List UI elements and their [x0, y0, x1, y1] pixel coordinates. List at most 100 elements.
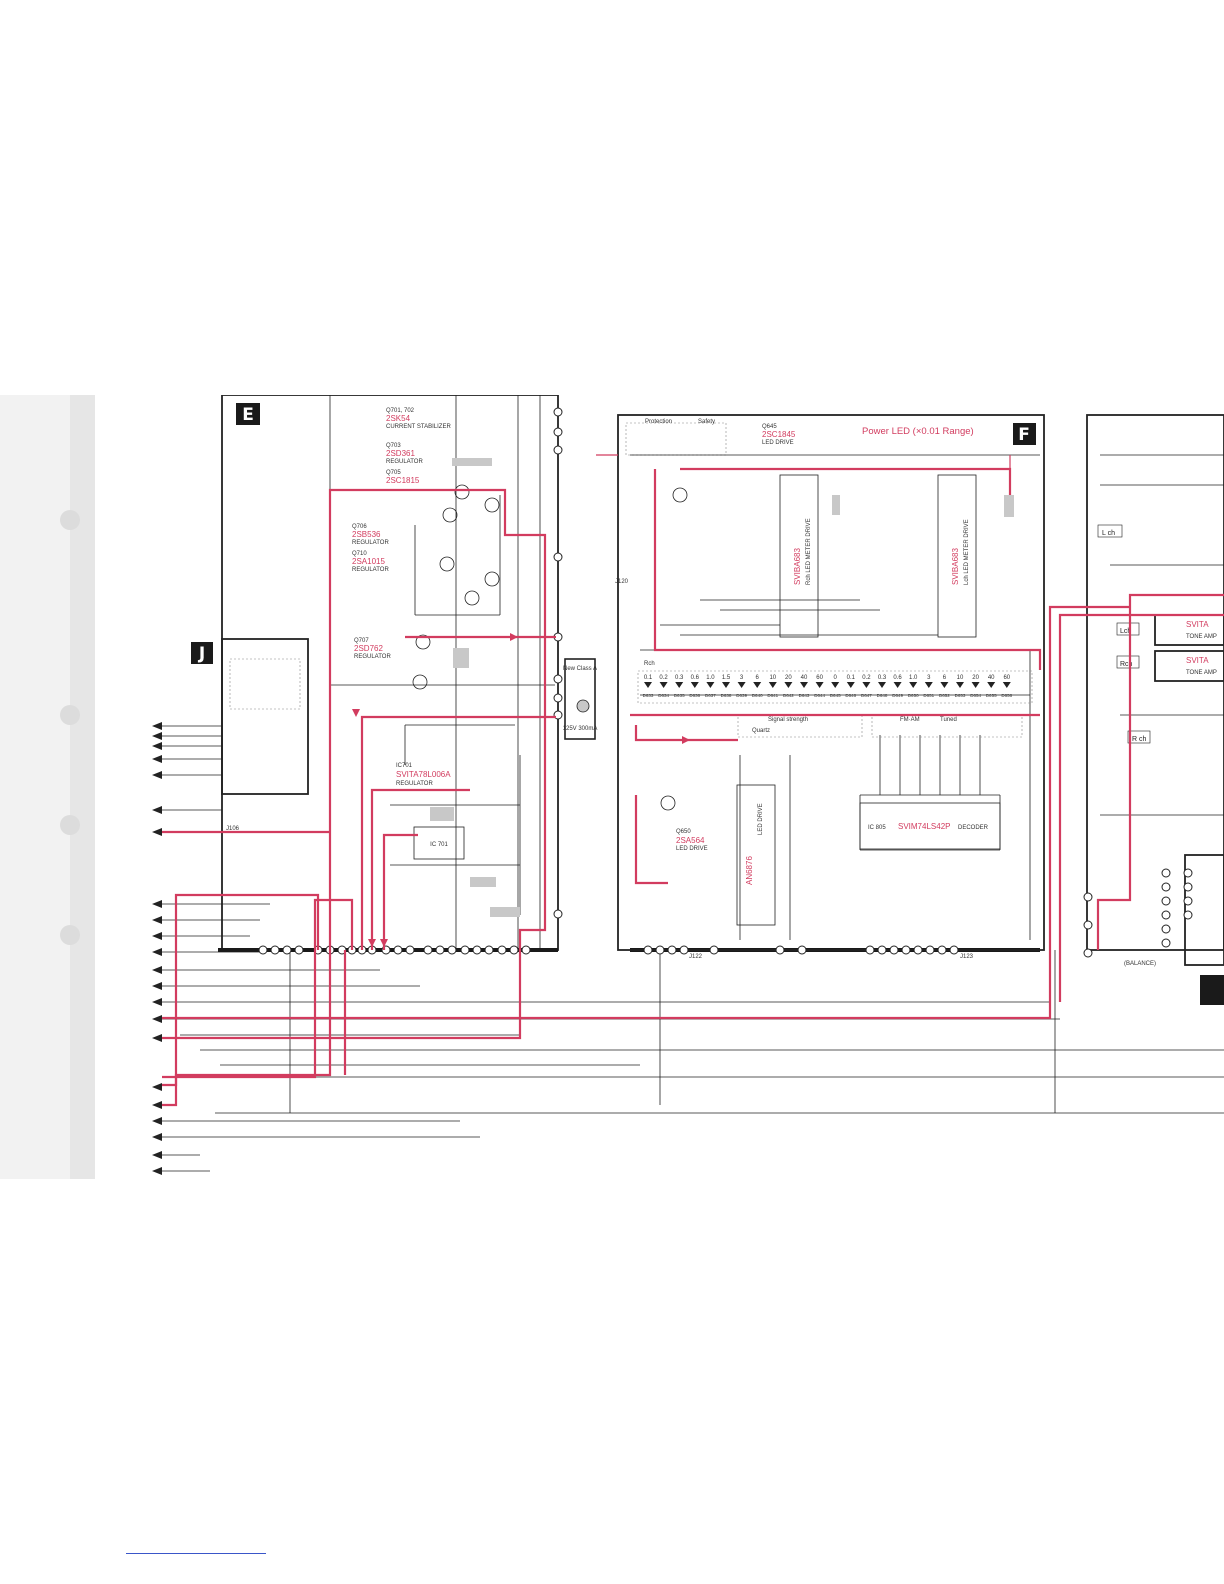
ic603-body	[937, 474, 977, 638]
meter-scale-label: 60	[1003, 675, 1010, 681]
highlight-block	[470, 877, 496, 887]
led-ref-label: D650	[908, 693, 919, 698]
meter-scale-label: 3	[740, 675, 744, 681]
q645-ref: Q645	[762, 424, 777, 430]
meter-scale-label: 0.6	[691, 675, 700, 681]
q707-role: REGULATOR	[354, 654, 391, 660]
q701-ref: Q701, 702	[386, 408, 415, 414]
q705-type: 2SC1815	[386, 476, 420, 485]
q710-type: 2SA1015	[352, 557, 385, 566]
ic502-body	[1154, 650, 1224, 682]
q707-type: 2SD762	[354, 644, 383, 653]
q650-role: LED DRIVE	[676, 846, 708, 852]
led-ref-label: D652	[939, 693, 950, 698]
led-ref-label: D649	[892, 693, 903, 698]
meter-scale-label: 0.3	[878, 675, 887, 681]
meter-scale-label: 0.1	[644, 675, 653, 681]
q710-ref: Q710	[352, 551, 367, 557]
led-ref-label: D638	[721, 693, 732, 698]
meter-scale-label: 0.3	[675, 675, 684, 681]
meter-scale-label: 1.0	[706, 675, 715, 681]
j122-label: J122	[689, 954, 703, 960]
led-ref-label: D633	[643, 693, 654, 698]
led-ref-label: D637	[705, 693, 716, 698]
ic805-body	[859, 802, 1001, 850]
meter-scale-label: 6	[756, 675, 760, 681]
q703-type: 2SD361	[386, 449, 415, 458]
section-right-partial: L ch Lch Rch R ch SVITA TONE AMP SVITA T…	[1083, 414, 1224, 1005]
section-f-letter: F	[1018, 425, 1030, 445]
ic551-type: SVITA	[1186, 620, 1209, 629]
q701-role: CURRENT STABILIZER	[386, 424, 451, 430]
an6876-role: LED DRIVE	[758, 803, 764, 835]
ic603-role: Lch LED METER DRIVE	[964, 519, 970, 585]
led-ref-label: D639	[736, 693, 747, 698]
led-symbol	[987, 682, 996, 688]
section-e-letter: E	[242, 405, 254, 425]
safety-label: Safety	[698, 419, 715, 425]
balance-label: (BALANCE)	[1124, 961, 1156, 967]
ic502-role: TONE AMP	[1186, 670, 1217, 676]
binding-hole	[60, 510, 80, 530]
ic701-type: SVITA78L006A	[396, 770, 451, 779]
meter-scale-label: 40	[801, 675, 808, 681]
signal-strength-label: Signal strength	[768, 717, 808, 723]
led-symbol	[737, 682, 746, 688]
j123-label: J123	[960, 954, 974, 960]
right-section-outline	[1086, 414, 1224, 951]
meter-scale-label: 40	[988, 675, 995, 681]
q645-type: 2SC1845	[762, 430, 796, 439]
led-symbol	[831, 682, 840, 688]
binding-hole	[60, 815, 80, 835]
q705-ref: Q705	[386, 470, 401, 476]
led-symbol	[940, 682, 949, 688]
meter-scale-label: 0	[834, 675, 838, 681]
highlight-block	[490, 907, 520, 917]
led-symbol	[722, 682, 730, 688]
led-ref-label: D653	[955, 693, 966, 698]
meter-scale-label: 20	[785, 675, 792, 681]
ic603-type: SVIBA683	[951, 548, 960, 585]
j106-label: J106	[226, 826, 240, 832]
led-ref-label: D656	[1001, 693, 1012, 698]
q650-ref: Q650	[676, 829, 691, 835]
led-ref-label: D655	[986, 693, 997, 698]
led-symbol	[924, 682, 933, 688]
protection-label: Protection	[645, 419, 672, 425]
fm-am-label: FM·AM	[900, 717, 920, 723]
tuned-label: Tuned	[940, 717, 957, 723]
q650-type: 2SA564	[676, 836, 705, 845]
fuse-symbol	[576, 699, 590, 713]
led-symbol	[768, 682, 777, 688]
lch-label: L ch	[1102, 530, 1115, 537]
ic502-type: SVITA	[1186, 656, 1209, 665]
fuse-block	[564, 658, 596, 740]
q703-ref: Q703	[386, 443, 401, 449]
led-symbol	[706, 682, 715, 688]
ic805-role: DECODER	[958, 825, 989, 831]
binding-strip	[0, 395, 70, 1179]
section-e-badge	[236, 403, 260, 425]
ic551-role: TONE AMP	[1186, 634, 1217, 640]
ic701-body	[413, 826, 465, 860]
led-symbol	[893, 682, 902, 688]
section-j-badge	[191, 642, 213, 664]
led-symbol	[690, 682, 699, 688]
section-j-letter: J	[198, 644, 205, 664]
meter-scale-label: 0.6	[893, 675, 902, 681]
led-symbol	[659, 682, 668, 688]
highlight-block	[452, 458, 492, 466]
led-symbol	[971, 682, 980, 688]
j120-connector	[553, 407, 563, 919]
highlight-block	[430, 807, 454, 821]
led-ref-label: D646	[845, 693, 856, 698]
ic805-type: SVIM74LS42P	[898, 822, 950, 831]
led-symbol	[753, 682, 762, 688]
q710-role: REGULATOR	[352, 567, 389, 573]
led-symbol	[800, 682, 808, 688]
led-ref-label: D645	[830, 693, 841, 698]
led-ref-label: D642	[783, 693, 794, 698]
q706-ref: Q706	[352, 524, 367, 530]
q645-role: LED DRIVE	[762, 440, 794, 446]
led-ref-label: D647	[861, 693, 872, 698]
